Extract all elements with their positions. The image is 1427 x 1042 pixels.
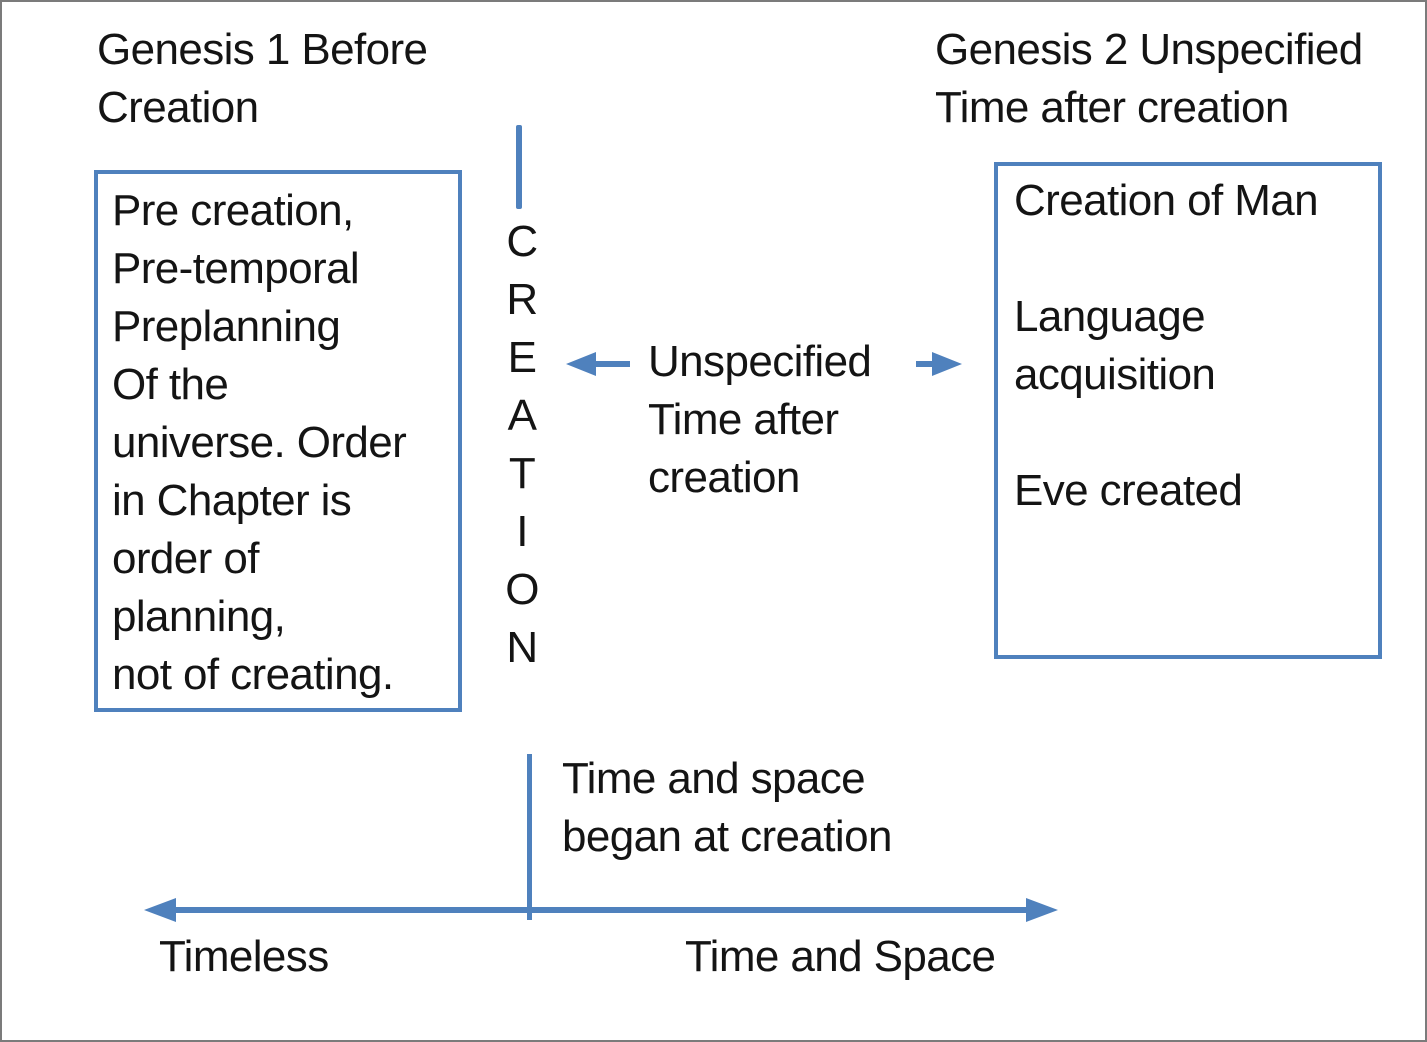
creation-letter: I bbox=[516, 507, 528, 556]
unspecified-time-note: Unspecified Time after creation bbox=[648, 333, 872, 507]
unspecified-time-note-line1: Unspecified bbox=[648, 337, 872, 386]
unspecified-time-note-line3: creation bbox=[648, 453, 800, 502]
pre-creation-box-line: not of creating. bbox=[112, 650, 394, 699]
pre-creation-box-line: in Chapter is bbox=[112, 476, 352, 525]
pre-creation-box-line: universe. Order bbox=[112, 418, 407, 467]
creation-axis-label: C R E A T I O N bbox=[498, 213, 546, 677]
creation-timeline-tick bbox=[527, 754, 532, 920]
genesis2-box-line: acquisition bbox=[1014, 350, 1216, 399]
genesis2-box-line: Eve created bbox=[1014, 466, 1243, 515]
pre-creation-box-line: Pre-temporal bbox=[112, 244, 360, 293]
time-space-note: Time and space began at creation bbox=[562, 750, 892, 866]
genesis2-box-line: Language bbox=[1014, 292, 1206, 341]
heading-genesis1: Genesis 1 Before Creation bbox=[97, 21, 428, 137]
pre-creation-box-line: Pre creation, bbox=[112, 186, 354, 235]
unspecified-time-note-line2: Time after bbox=[648, 395, 839, 444]
genesis2-box-line: Creation of Man bbox=[1014, 176, 1319, 225]
creation-letter: N bbox=[506, 623, 538, 672]
heading-genesis2-line1: Genesis 2 Unspecified bbox=[935, 25, 1363, 74]
pre-creation-box-line: Of the bbox=[112, 360, 229, 409]
timeline-double-arrow-icon bbox=[144, 898, 1058, 922]
pre-creation-box-line: order of bbox=[112, 534, 259, 583]
heading-genesis2: Genesis 2 Unspecified Time after creatio… bbox=[935, 21, 1363, 137]
heading-genesis1-line2: Creation bbox=[97, 83, 259, 132]
right-arrow-icon bbox=[916, 352, 962, 376]
genesis2-box-spacer bbox=[1014, 230, 1368, 288]
pre-creation-box-line: planning, bbox=[112, 592, 286, 641]
time-space-note-line2: began at creation bbox=[562, 812, 892, 861]
left-arrow-icon bbox=[566, 352, 630, 376]
pre-creation-box: Pre creation, Pre-temporal Preplanning O… bbox=[94, 170, 462, 712]
timeline-label-time-and-space: Time and Space bbox=[685, 932, 996, 981]
creation-letter: O bbox=[505, 565, 539, 614]
creation-letter: R bbox=[506, 275, 538, 324]
genesis2-box-spacer bbox=[1014, 404, 1368, 462]
time-space-note-line1: Time and space bbox=[562, 754, 866, 803]
timeline-label-timeless: Timeless bbox=[159, 932, 329, 981]
creation-letter: C bbox=[506, 217, 538, 266]
heading-genesis1-line1: Genesis 1 Before bbox=[97, 25, 428, 74]
creation-axis-line-top bbox=[516, 125, 522, 209]
pre-creation-box-line: Preplanning bbox=[112, 302, 341, 351]
creation-letter: A bbox=[507, 391, 537, 440]
heading-genesis2-line2: Time after creation bbox=[935, 83, 1289, 132]
creation-letter: E bbox=[507, 333, 537, 382]
creation-letter: T bbox=[508, 449, 536, 498]
genesis2-box: Creation of Man Language acquisition Eve… bbox=[994, 162, 1382, 659]
